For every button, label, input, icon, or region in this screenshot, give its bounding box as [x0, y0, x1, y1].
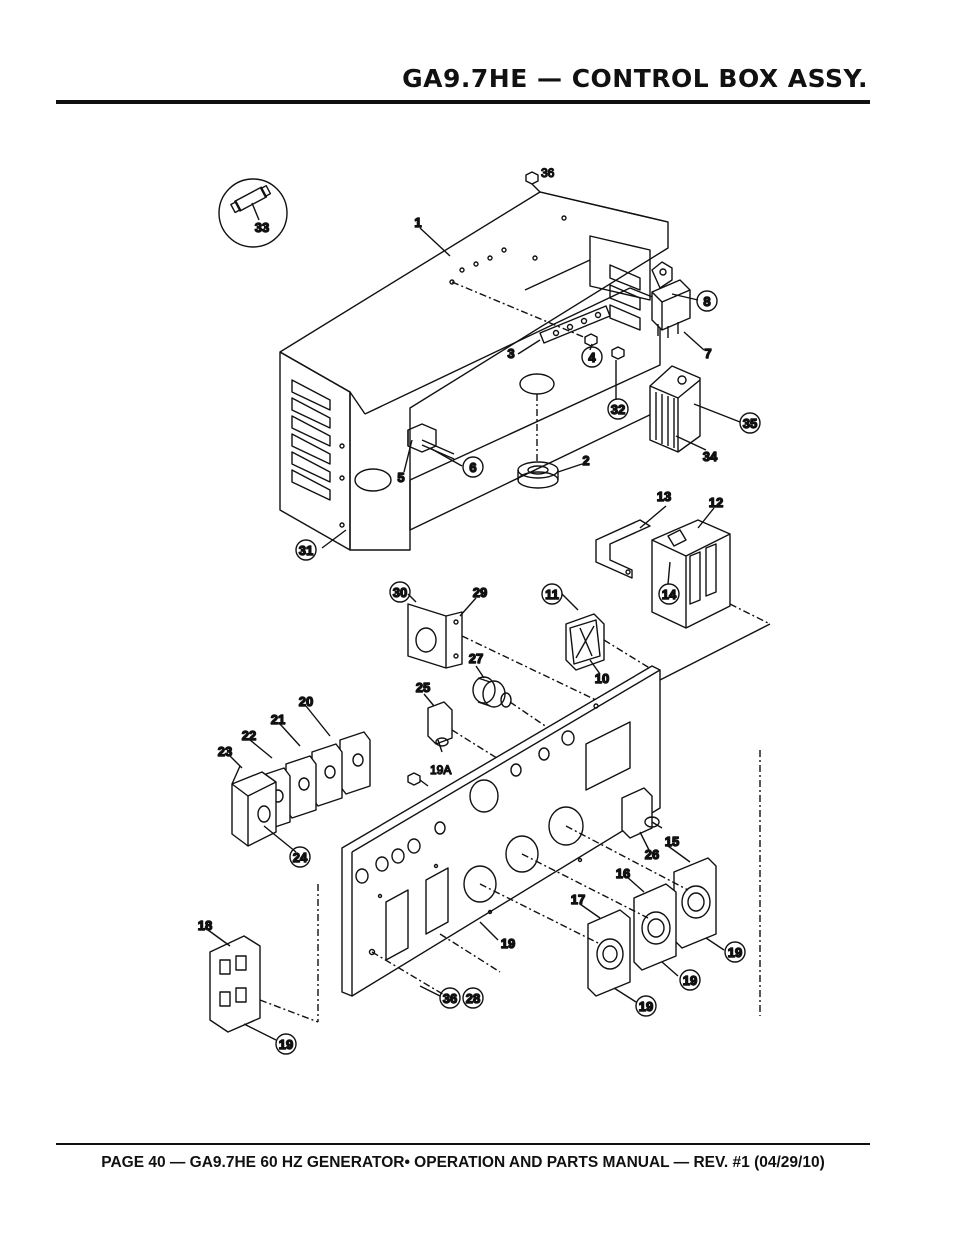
callout-labels: 1 2 3 4 5 6 7 8 10 11 12 13 14 15 16 17 … [197, 165, 761, 1055]
callout-circle [295, 539, 317, 561]
callout-28: 28 [466, 991, 480, 1006]
footer-rule [56, 1143, 870, 1145]
callout-4: 4 [588, 350, 596, 365]
callout-30: 30 [393, 585, 407, 600]
nuts [525, 171, 625, 360]
callout-circle [739, 412, 761, 434]
callout-15: 15 [665, 834, 679, 849]
callout-11: 11 [545, 587, 559, 602]
callout-circle [581, 346, 603, 368]
callout-6: 6 [469, 460, 476, 475]
hour-meter [565, 613, 657, 673]
page-footer: PAGE 40 — GA9.7HE 60 HZ GENERATOR• OPERA… [101, 1154, 825, 1171]
callout-27: 27 [469, 651, 483, 666]
callout-circle [635, 995, 657, 1017]
fuse-inset [218, 178, 288, 248]
callout-19: 19 [728, 945, 742, 960]
callout-19a: 19A [430, 763, 451, 777]
callout-34: 34 [703, 449, 718, 464]
callout-5: 5 [397, 470, 404, 485]
callout-20: 20 [299, 694, 313, 709]
callout-circle [462, 987, 484, 1009]
callout-circle [462, 456, 484, 478]
callout-26: 26 [645, 847, 659, 862]
callout-circle [289, 846, 311, 868]
callout-circle [696, 290, 718, 312]
callout-12: 12 [709, 495, 723, 510]
meter-bracket [407, 603, 597, 701]
regulator [649, 365, 701, 453]
callout-circle [724, 941, 746, 963]
callout-33: 33 [255, 220, 269, 235]
callout-36: 36 [443, 991, 457, 1006]
header-rule [56, 100, 870, 104]
callout-circle [658, 583, 680, 605]
receptacle-18 [209, 884, 319, 1033]
grommet [517, 394, 559, 489]
callout-24: 24 [293, 850, 308, 865]
callout-circle [439, 987, 461, 1009]
callout-3: 3 [507, 346, 514, 361]
nut-19a [407, 772, 421, 786]
callout-circle [389, 581, 411, 603]
callout-21: 21 [271, 712, 285, 727]
callout-19: 19 [279, 1037, 293, 1052]
callout-22: 22 [242, 728, 256, 743]
frame-line [659, 623, 771, 681]
terminal-block [407, 423, 455, 460]
callout-16: 16 [616, 866, 630, 881]
control-box-housing [279, 191, 669, 551]
breaker-assembly [595, 519, 771, 629]
dash-line [371, 951, 447, 997]
callout-circle [679, 969, 701, 991]
callout-31: 31 [299, 543, 313, 558]
dash-line [521, 853, 649, 919]
receptacle-17 [587, 909, 631, 997]
callout-7: 7 [704, 346, 711, 361]
terminal-strip [451, 281, 611, 344]
callout-35: 35 [743, 416, 757, 431]
callout-32: 32 [611, 402, 625, 417]
dash-line [439, 933, 501, 973]
callout-29: 29 [473, 585, 487, 600]
page-title: GA9.7HE — CONTROL BOX ASSY. [402, 64, 868, 93]
callout-8: 8 [703, 294, 710, 309]
callout-36: 36 [541, 166, 555, 180]
leader-lines [207, 227, 741, 1041]
dash-line [479, 883, 601, 945]
callout-17: 17 [571, 892, 585, 907]
relay [651, 261, 691, 338]
callout-23: 23 [218, 744, 232, 759]
breaker-stack [231, 731, 371, 847]
callout-19: 19 [501, 936, 515, 951]
callout-circle [541, 583, 563, 605]
callout-19: 19 [683, 973, 697, 988]
receptacle-15 [673, 857, 717, 949]
callout-14: 14 [662, 587, 677, 602]
callout-circle [275, 1033, 297, 1055]
callout-1: 1 [414, 215, 421, 230]
callout-25: 25 [416, 680, 430, 695]
callout-18: 18 [198, 918, 212, 933]
callout-10: 10 [595, 671, 609, 686]
nut-19a-leader [419, 779, 429, 787]
callout-circle [607, 398, 629, 420]
receptacle-16 [633, 883, 677, 971]
toggle-switch-26 [621, 787, 663, 839]
callout-19: 19 [639, 999, 653, 1014]
callout-2: 2 [582, 453, 589, 468]
control-panel [341, 665, 661, 997]
callout-13: 13 [657, 489, 671, 504]
